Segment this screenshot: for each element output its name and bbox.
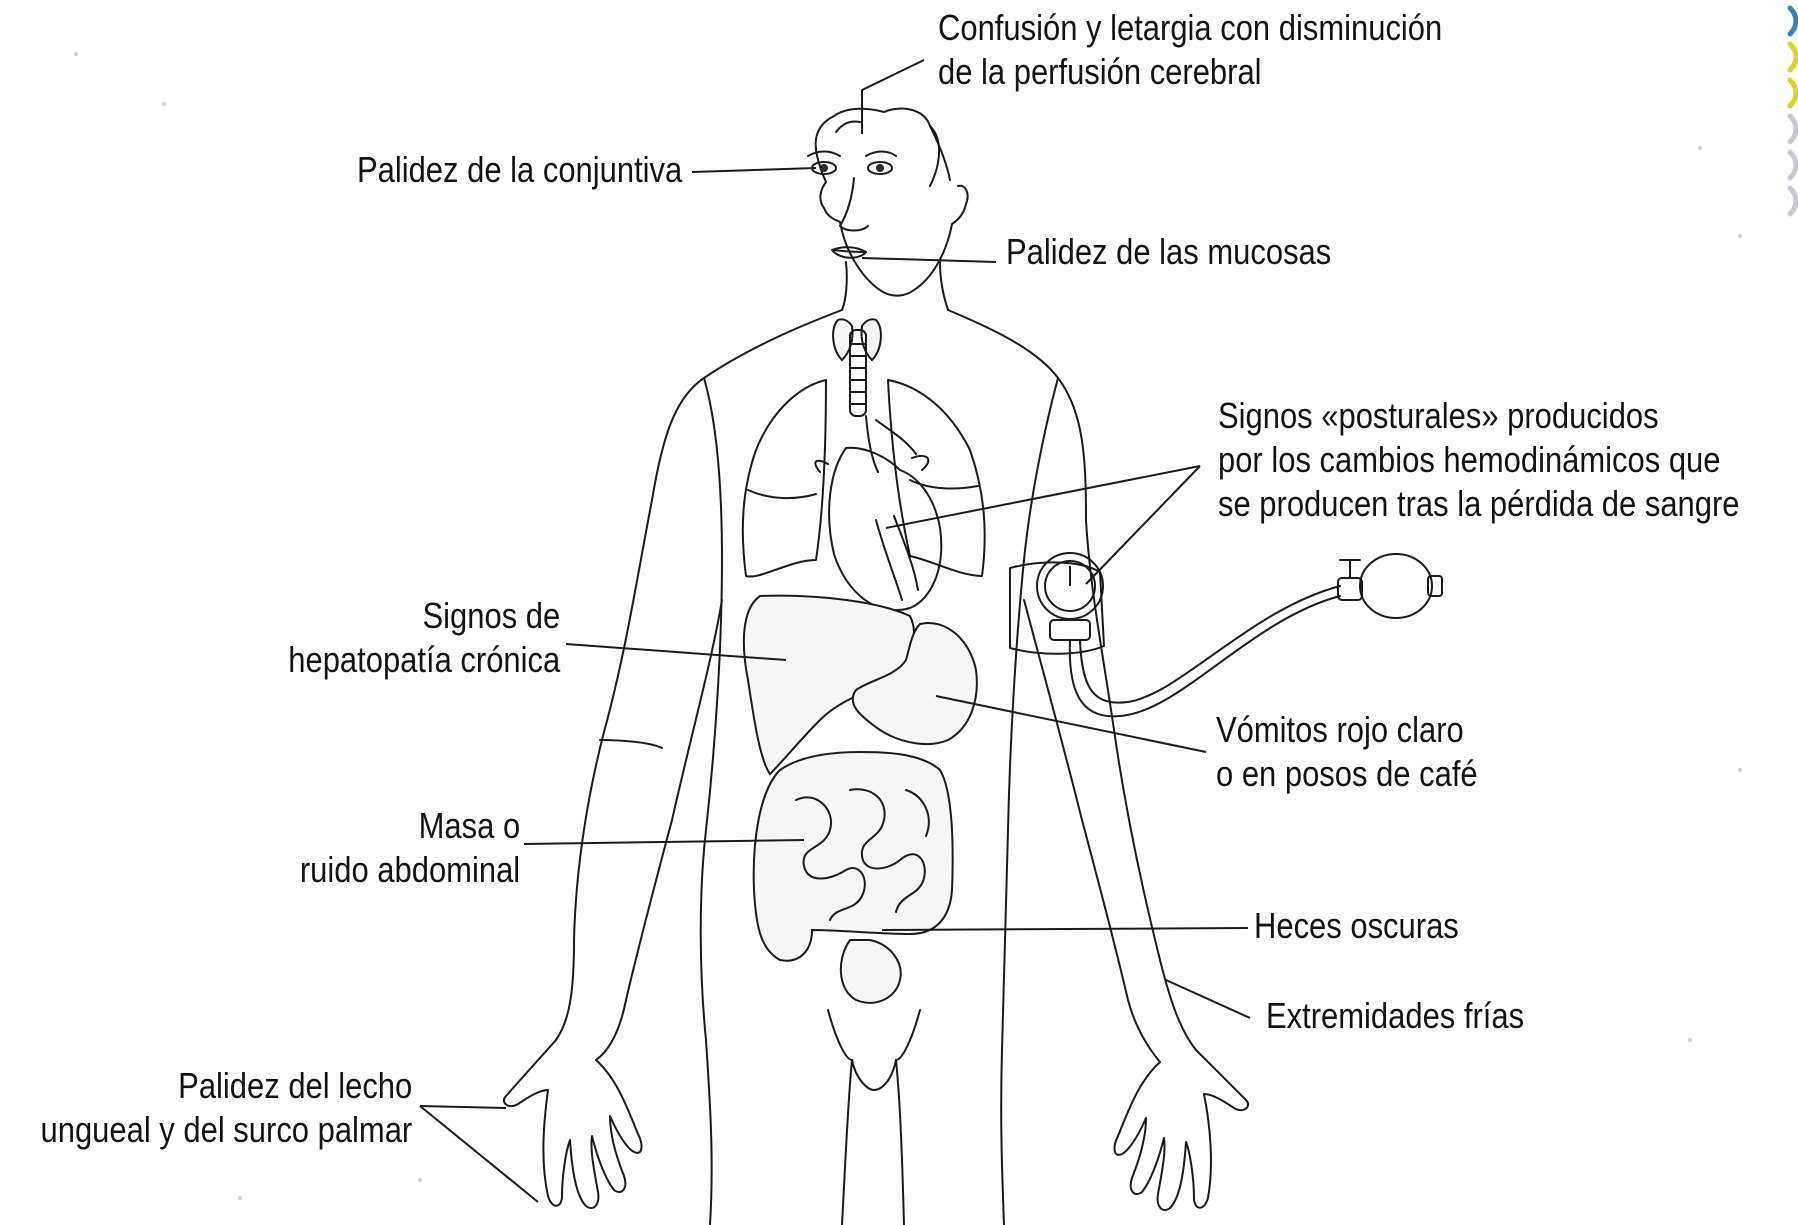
binder-mark	[1790, 152, 1796, 178]
binder-mark	[1790, 44, 1796, 70]
leader-conjuntiva	[692, 168, 816, 172]
label-mucosas-line-1: Palidez de las mucosas	[1006, 230, 1331, 274]
leader-extremidades	[1166, 980, 1250, 1018]
label-masa: Masa o ruido abdominal	[300, 804, 520, 892]
label-heces: Heces oscuras	[1254, 904, 1459, 948]
label-posturales: Signos «posturales» producidos por los c…	[1218, 394, 1740, 526]
leader-posturales-b	[1086, 466, 1200, 584]
label-confusion: Confusión y letargia con disminución de …	[938, 6, 1442, 94]
label-heces-line-1: Heces oscuras	[1254, 904, 1459, 948]
label-extremidades-line-1: Extremidades frías	[1266, 994, 1524, 1038]
label-lecho-line-1: Palidez del lecho	[40, 1064, 412, 1108]
leader-heces	[882, 928, 1248, 930]
label-lecho: Palidez del lecho ungueal y del surco pa…	[40, 1064, 412, 1152]
binder-mark	[1790, 80, 1796, 106]
label-confusion-line-2: de la perfusión cerebral	[938, 50, 1442, 94]
label-lecho-line-2: ungueal y del surco palmar	[40, 1108, 412, 1152]
leader-mucosas	[862, 258, 996, 262]
label-hepatopatia-line-2: hepatopatía crónica	[288, 638, 560, 682]
thyroid-trachea	[833, 319, 881, 416]
label-vomitos-line-2: o en posos de café	[1216, 752, 1478, 796]
leader-lecho-b	[420, 1106, 538, 1202]
label-mucosas: Palidez de las mucosas	[1006, 230, 1331, 274]
sphygmomanometer-device	[1010, 553, 1442, 716]
label-extremidades: Extremidades frías	[1266, 994, 1524, 1038]
label-posturales-line-3: se producen tras la pérdida de sangre	[1218, 482, 1740, 526]
label-masa-line-2: ruido abdominal	[300, 848, 520, 892]
lungs	[743, 380, 985, 577]
label-hepatopatia-line-1: Signos de	[288, 594, 560, 638]
label-posturales-line-2: por los cambios hemodinámicos que	[1218, 438, 1740, 482]
label-vomitos: Vómitos rojo claro o en posos de café	[1216, 708, 1478, 796]
label-masa-line-1: Masa o	[300, 804, 520, 848]
binder-mark	[1790, 188, 1796, 214]
binder-mark	[1790, 116, 1796, 142]
intestines	[754, 752, 953, 1003]
binder-mark	[1790, 8, 1796, 34]
label-confusion-line-1: Confusión y letargia con disminución	[938, 6, 1442, 50]
abdominal-organs	[744, 596, 977, 774]
leader-lecho-a	[420, 1106, 506, 1108]
leader-confusion	[862, 60, 924, 134]
label-posturales-line-1: Signos «posturales» producidos	[1218, 394, 1740, 438]
leader-posturales-a	[886, 466, 1200, 528]
label-vomitos-line-1: Vómitos rojo claro	[1216, 708, 1478, 752]
heart	[815, 416, 941, 610]
label-hepatopatia: Signos de hepatopatía crónica	[288, 594, 560, 682]
binder-marks	[1790, 8, 1796, 214]
label-conjuntiva: Palidez de la conjuntiva	[357, 148, 682, 192]
label-conjuntiva-line-1: Palidez de la conjuntiva	[357, 148, 682, 192]
leader-vomitos	[936, 696, 1206, 752]
